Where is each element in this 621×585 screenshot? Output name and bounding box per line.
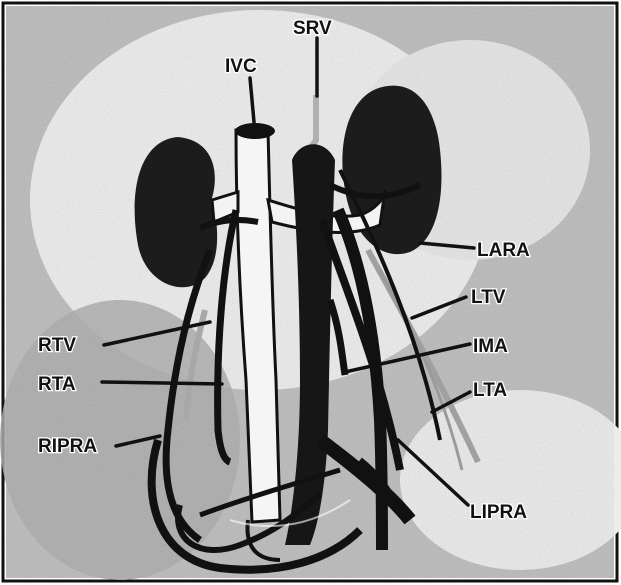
label-rta: RTA bbox=[38, 374, 76, 395]
label-ima: IMA bbox=[473, 336, 508, 357]
label-ivc: IVC bbox=[225, 56, 257, 77]
label-rtv: RTV bbox=[38, 335, 76, 356]
ivc-opening bbox=[235, 123, 275, 139]
label-ltv: LTV bbox=[471, 287, 506, 308]
label-lipra: LIPRA bbox=[470, 502, 527, 523]
label-ripra: RIPRA bbox=[38, 436, 97, 457]
label-lara: LARA bbox=[477, 240, 530, 261]
label-lta: LTA bbox=[473, 380, 507, 401]
rta-leader-line bbox=[102, 382, 222, 384]
label-srv: SRV bbox=[293, 18, 332, 39]
